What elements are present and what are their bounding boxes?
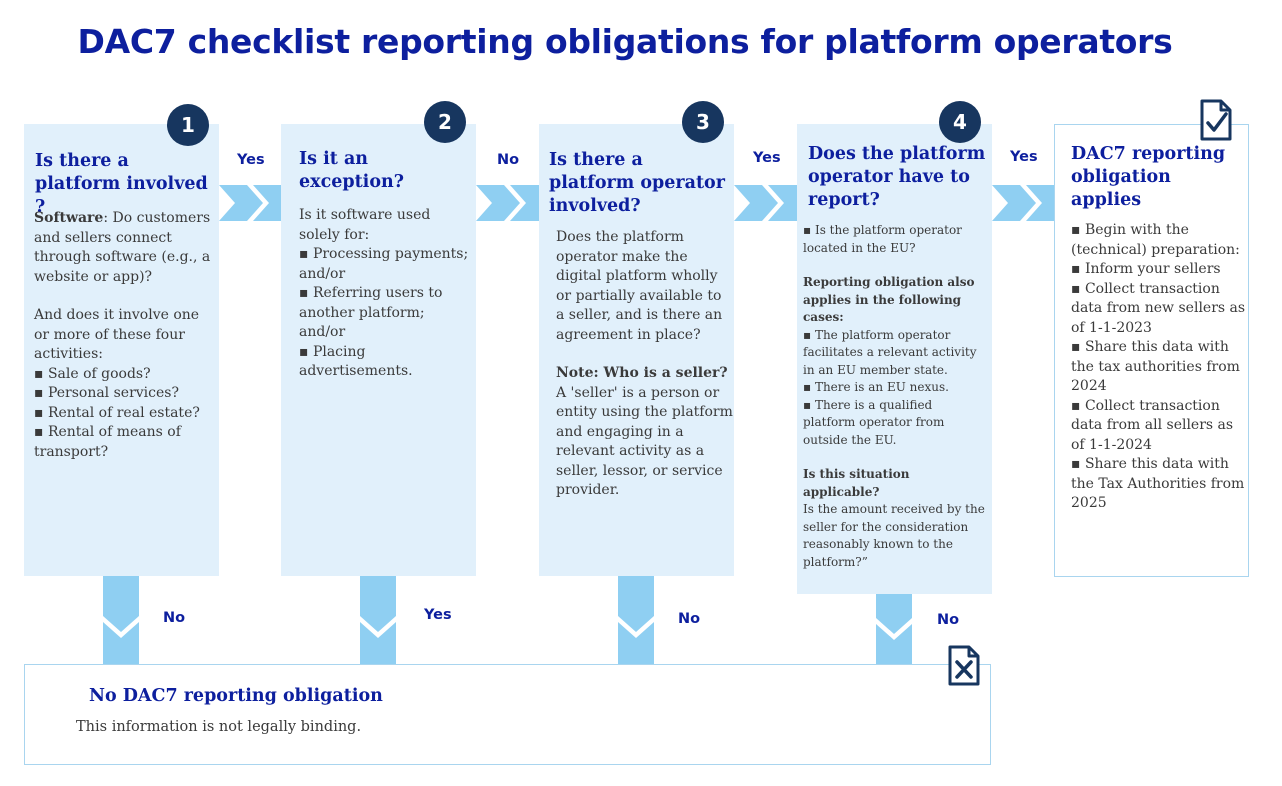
step-1-heading: Is there a platform involved ? xyxy=(35,151,208,217)
step-1-lead: Software xyxy=(34,210,104,226)
step-4-body: ▪ Is the platform operator located in th… xyxy=(803,222,987,571)
result-no-note: This information is not legally binding. xyxy=(76,719,362,735)
step-2-box xyxy=(281,124,476,576)
result-applies-heading: DAC7 reporting obligation applies xyxy=(1071,144,1226,210)
arrow-down-4 xyxy=(876,594,912,664)
arrow-down-3 xyxy=(618,576,654,664)
step-3-note-body: A 'seller' is a person or entity using t… xyxy=(556,384,733,499)
step-4-badge: 4 xyxy=(939,101,981,143)
arrow-down-2 xyxy=(360,576,396,664)
step-2-text: Is it software used solely for: ▪ Proces… xyxy=(299,207,469,379)
arrow-right-1 xyxy=(219,185,281,221)
step-3-box xyxy=(539,124,734,576)
label-right-4: Yes xyxy=(1010,149,1038,165)
label-right-1: Yes xyxy=(237,152,265,168)
step-4-heading: Does the platform operator have to repor… xyxy=(808,144,986,210)
label-down-3: No xyxy=(678,611,701,627)
label-right-3: Yes xyxy=(753,150,781,166)
arrow-down-1 xyxy=(103,576,139,664)
step-1-badge: 1 xyxy=(167,104,209,146)
result-applies-box xyxy=(1054,124,1249,577)
arrow-right-4 xyxy=(992,185,1054,221)
label-down-2: Yes xyxy=(424,607,452,623)
document-cross-icon xyxy=(948,645,980,686)
label-down-4: No xyxy=(937,612,960,628)
step-4-text-1: ▪ Is the platform operator located in th… xyxy=(803,223,962,255)
step-1-activities: And does it involve one or more of these… xyxy=(34,307,200,460)
step-3-text: Does the platform operator make the digi… xyxy=(556,229,723,343)
step-2-body: Is it software used solely for: ▪ Proces… xyxy=(299,206,475,382)
step-4-box xyxy=(797,124,992,594)
step-4-sub-1: Reporting obligation also applies in the… xyxy=(803,275,975,324)
label-down-1: No xyxy=(163,610,186,626)
result-no-heading: No DAC7 reporting obligation xyxy=(89,686,383,706)
step-1-body: Software: Do customers and sellers conne… xyxy=(34,209,214,462)
step-4-text-2: ▪ The platform operator facilitates a re… xyxy=(803,327,977,447)
step-3-body: Does the platform operator make the digi… xyxy=(556,228,734,501)
step-3-badge: 3 xyxy=(682,101,724,143)
step-1-box xyxy=(24,124,219,576)
arrow-right-2 xyxy=(476,185,539,221)
result-applies-text: ▪ Begin with the (technical) preparation… xyxy=(1071,222,1246,511)
step-2-heading: Is it an exception? xyxy=(299,149,404,192)
step-4-text-3: Is the amount received by the seller for… xyxy=(803,502,985,569)
label-right-2: No xyxy=(497,152,520,168)
step-3-heading: Is there a platform operator involved? xyxy=(549,150,725,216)
step-3-note-lead: Note: Who is a seller? xyxy=(556,365,728,381)
page-title: DAC7 checklist reporting obligations for… xyxy=(77,22,1173,61)
result-applies-body: ▪ Begin with the (technical) preparation… xyxy=(1071,221,1246,514)
step-4-sub-2: Is this situation applicable? xyxy=(803,467,910,499)
step-1-lead-rest: : Do customers and sellers connect throu… xyxy=(34,210,211,285)
step-2-badge: 2 xyxy=(424,101,466,143)
result-no-obligation-box xyxy=(24,664,991,765)
arrow-right-3 xyxy=(734,185,797,221)
document-check-icon xyxy=(1200,99,1232,141)
